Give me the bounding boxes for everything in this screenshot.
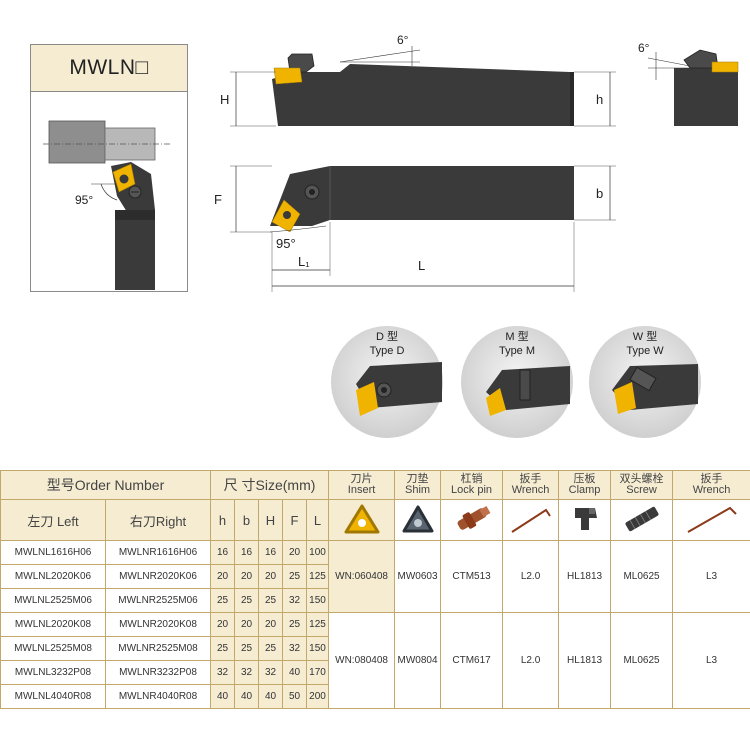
table-row: MWLNL4040R08 MWLNR4040R08 40 40 40 50 20… [0,684,750,709]
technical-drawing: 6° H h 6° F b [214,33,739,292]
insert-icon [328,499,396,541]
product-card: MWLN□ 95° [30,44,188,292]
dim-h-label: h [596,92,603,107]
type-w-badge: W 型 Type W [589,326,701,438]
angle-side-label: 6° [638,41,650,55]
wrench2-code: L3 [672,612,750,709]
type-m-en: Type M [499,345,535,357]
dim-b-label: b [596,186,603,201]
clamping-types: D 型 Type D M 型 Type M W 型 Type W [331,326,701,438]
dim-header-b: b [234,499,259,541]
size-header: 尺 寸Size(mm) [209,470,330,500]
screw-icon [610,499,674,541]
shank-left-block [48,120,106,164]
type-d-badge: D 型 Type D [331,326,443,438]
product-code-title: MWLN□ [31,45,187,92]
insert-code: WN:060408 [328,540,396,613]
type-d-cn: D 型 [376,329,398,343]
type-d-en: Type D [370,345,405,357]
wrench-icon [672,499,750,541]
dim-F-label: F [214,192,222,207]
wrench2-code: L3 [672,540,750,613]
type-w-en: Type W [626,345,664,357]
angle-arc [100,183,118,201]
right-hand-header: 右刀Right [105,499,211,541]
shim-code: MW0603 [394,540,442,613]
left-hand-header: 左刀 Left [0,499,106,541]
dim-header-h: h [210,499,235,541]
type-m-cn: M 型 [505,329,528,343]
tool-overview-illustration: 95° [43,120,171,290]
table-row: MWLNL2020K08 MWLNR2020K08 20 20 20 25 12… [0,612,750,709]
order-number-header: 型号Order Number [0,470,211,500]
angle-top-label: 6° [397,33,409,47]
dim-header-H: H [258,499,283,541]
lock-pin-code: CTM513 [440,540,504,613]
wrench-code: L2.0 [502,612,560,709]
screw-code: ML0625 [610,540,674,613]
wrench-icon [502,499,560,541]
dim-header-F: F [282,499,307,541]
table-row: MWLNL3232P08 MWLNR3232P08 32 32 32 40 17… [0,660,750,685]
clamp-code: HL1813 [558,540,612,613]
table-row: MWLNL2525M06 MWLNR2525M06 25 25 25 32 15… [0,588,750,613]
end-view: 6° [638,41,739,126]
side-view: 6° H h [220,33,616,127]
shim-code: MW0804 [394,612,442,709]
table-row: MWLNL2525M08 MWLNR2525M08 25 25 25 32 15… [0,636,750,661]
type-m-badge: M 型 Type M [461,326,573,438]
clamp-icon [558,499,612,541]
dim-header-L: L [305,499,330,541]
insert-code: WN:080408 [328,612,396,709]
angle-label: 95° [75,193,93,207]
insert-icon [273,67,303,85]
dim-L1-label: L₁ [298,254,310,269]
angle-lead-label: 95° [276,236,296,251]
table-row: MWLNL1616H06 MWLNR1616H06 16 16 16 20 10… [0,540,750,613]
lock-pin-icon [440,499,504,541]
type-w-cn: W 型 [633,329,657,343]
dim-L-label: L [418,258,425,273]
holder-body [115,212,155,290]
wrench-code: L2.0 [502,540,560,613]
shim-icon [394,499,442,541]
plan-view: F b 95° L₁ L [214,165,616,292]
screw-code: ML0625 [610,612,674,709]
clamp-code: HL1813 [558,612,612,709]
dim-H-label: H [220,92,229,107]
lock-pin-code: CTM617 [440,612,504,709]
